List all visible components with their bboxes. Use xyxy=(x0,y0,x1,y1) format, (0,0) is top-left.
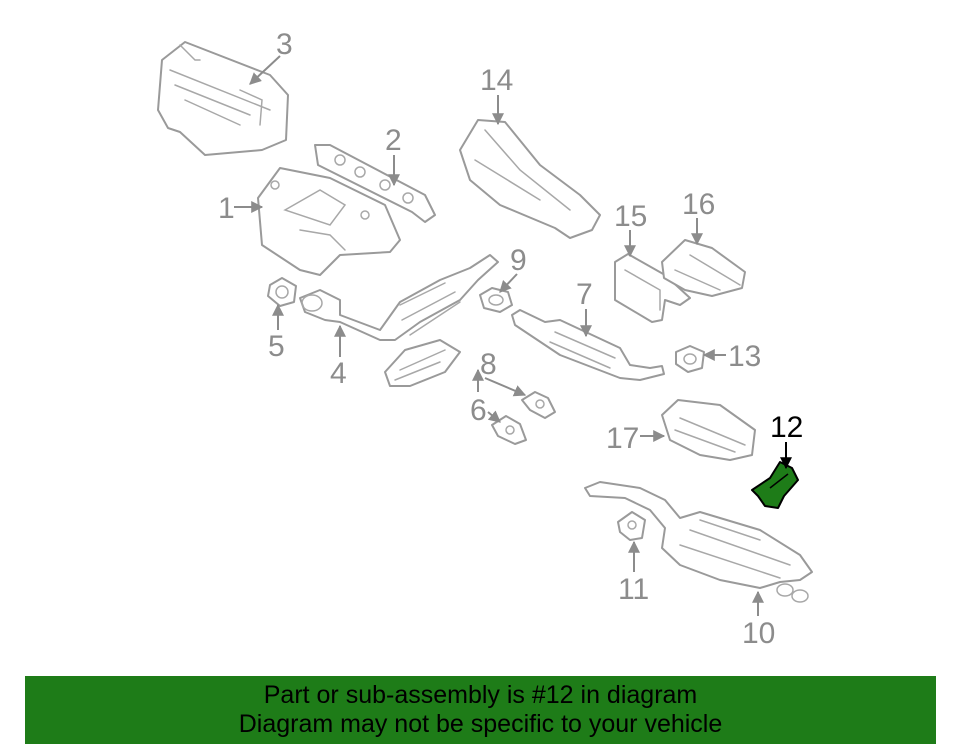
callout-11: 11 xyxy=(618,573,649,606)
banner-line-1: Part or sub-assembly is #12 in diagram xyxy=(263,681,698,709)
callout-14: 14 xyxy=(480,64,513,97)
callout-4: 4 xyxy=(330,357,347,390)
callout-7: 7 xyxy=(576,278,593,311)
part-9-clamp xyxy=(479,287,513,313)
part-14-heat-shield xyxy=(459,119,601,239)
part-12-bracket-highlighted xyxy=(751,461,799,509)
callout-8: 8 xyxy=(480,348,497,381)
callout-1: 1 xyxy=(218,192,235,225)
info-banner: Part or sub-assembly is #12 in diagram D… xyxy=(25,676,936,744)
banner-line-2: Diagram may not be specific to your vehi… xyxy=(238,710,723,738)
part-converter-heat-shield xyxy=(384,339,461,387)
part-7-center-muffler xyxy=(511,309,665,381)
part-2-manifold-gasket xyxy=(314,144,436,223)
callout-10: 10 xyxy=(742,617,775,650)
callout-3: 3 xyxy=(276,28,293,61)
callout-9: 9 xyxy=(510,244,527,277)
part-17-heat-shield xyxy=(661,399,756,461)
callout-5: 5 xyxy=(268,330,285,363)
exhaust-parts-diagram: 3 2 1 14 15 16 5 xyxy=(157,28,813,650)
part-10-rear-muffler xyxy=(584,481,813,603)
part-3-engine-cover xyxy=(157,41,289,156)
callout-15: 15 xyxy=(614,200,647,233)
callout-6: 6 xyxy=(470,394,487,427)
part-4-front-pipe-converter xyxy=(299,254,499,341)
part-15-bracket xyxy=(614,253,691,323)
callout-12: 12 xyxy=(770,411,803,444)
part-6-hanger xyxy=(491,415,527,445)
callout-16: 16 xyxy=(682,188,715,221)
leader-3 xyxy=(249,55,281,85)
part-8-hanger xyxy=(521,391,556,419)
part-5-flange-gasket xyxy=(267,277,297,307)
callout-13: 13 xyxy=(728,340,761,373)
leader-9 xyxy=(499,273,518,293)
leader-8 xyxy=(484,377,527,397)
part-11-hanger xyxy=(617,511,646,541)
callout-17: 17 xyxy=(606,422,639,455)
callout-2: 2 xyxy=(385,124,402,157)
part-13-clamp xyxy=(675,345,705,373)
leader-6 xyxy=(487,410,501,423)
part-1-exhaust-manifold xyxy=(257,167,401,276)
